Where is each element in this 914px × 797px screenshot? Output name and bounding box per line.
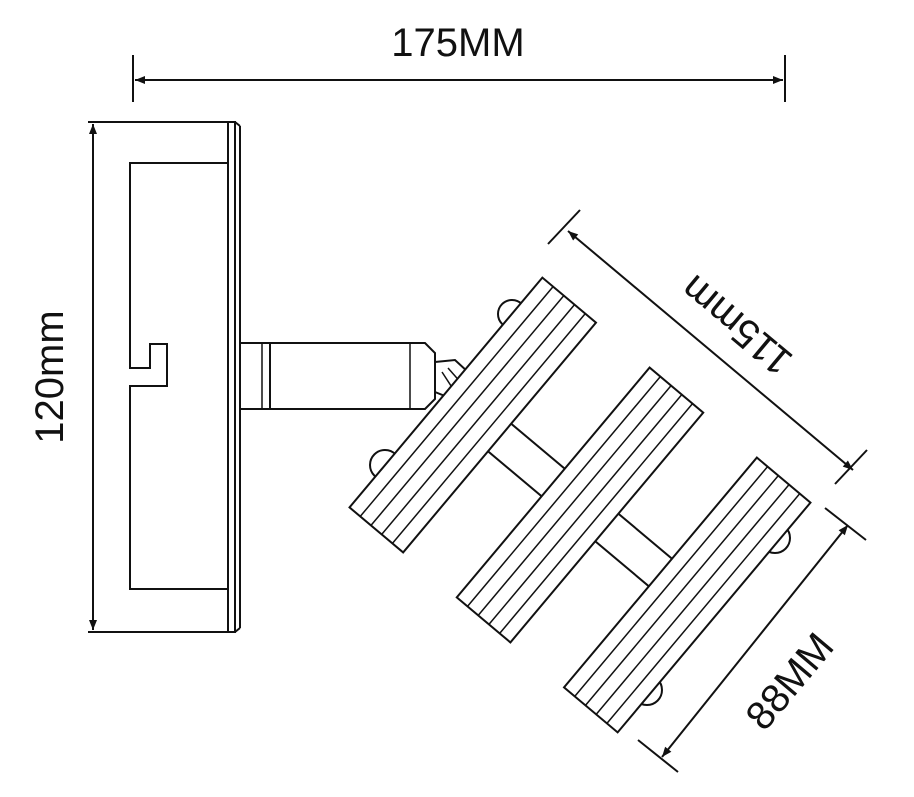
wall-plate-edge-bottom (234, 627, 241, 633)
slat-line (370, 295, 565, 526)
width-dimension: 175MM (132, 21, 786, 102)
slat-line (381, 304, 576, 535)
head-width-extension-2 (637, 739, 679, 773)
slat-line (359, 286, 554, 517)
wall-plate (129, 121, 241, 633)
wall-plate-face (227, 121, 236, 633)
head-width-extension-1 (824, 507, 867, 541)
slat-group-1 (348, 276, 598, 554)
head-length-label: 115mm (673, 266, 801, 384)
lamp-arm (239, 342, 470, 410)
head-length-dimension-line (567, 230, 854, 471)
backbox-outline (129, 162, 228, 590)
height-label: 120mm (28, 310, 72, 443)
head-width-dimension-line (661, 524, 849, 758)
width-label: 175MM (391, 21, 524, 65)
wall-plate-edge-top (234, 121, 241, 127)
head-length-extension-2 (834, 449, 868, 485)
head-length-extension-1 (547, 209, 581, 245)
height-dimension: 120mm (28, 121, 228, 633)
arm-collar (239, 342, 271, 410)
slat-line (391, 313, 586, 544)
arm-body (269, 342, 436, 410)
